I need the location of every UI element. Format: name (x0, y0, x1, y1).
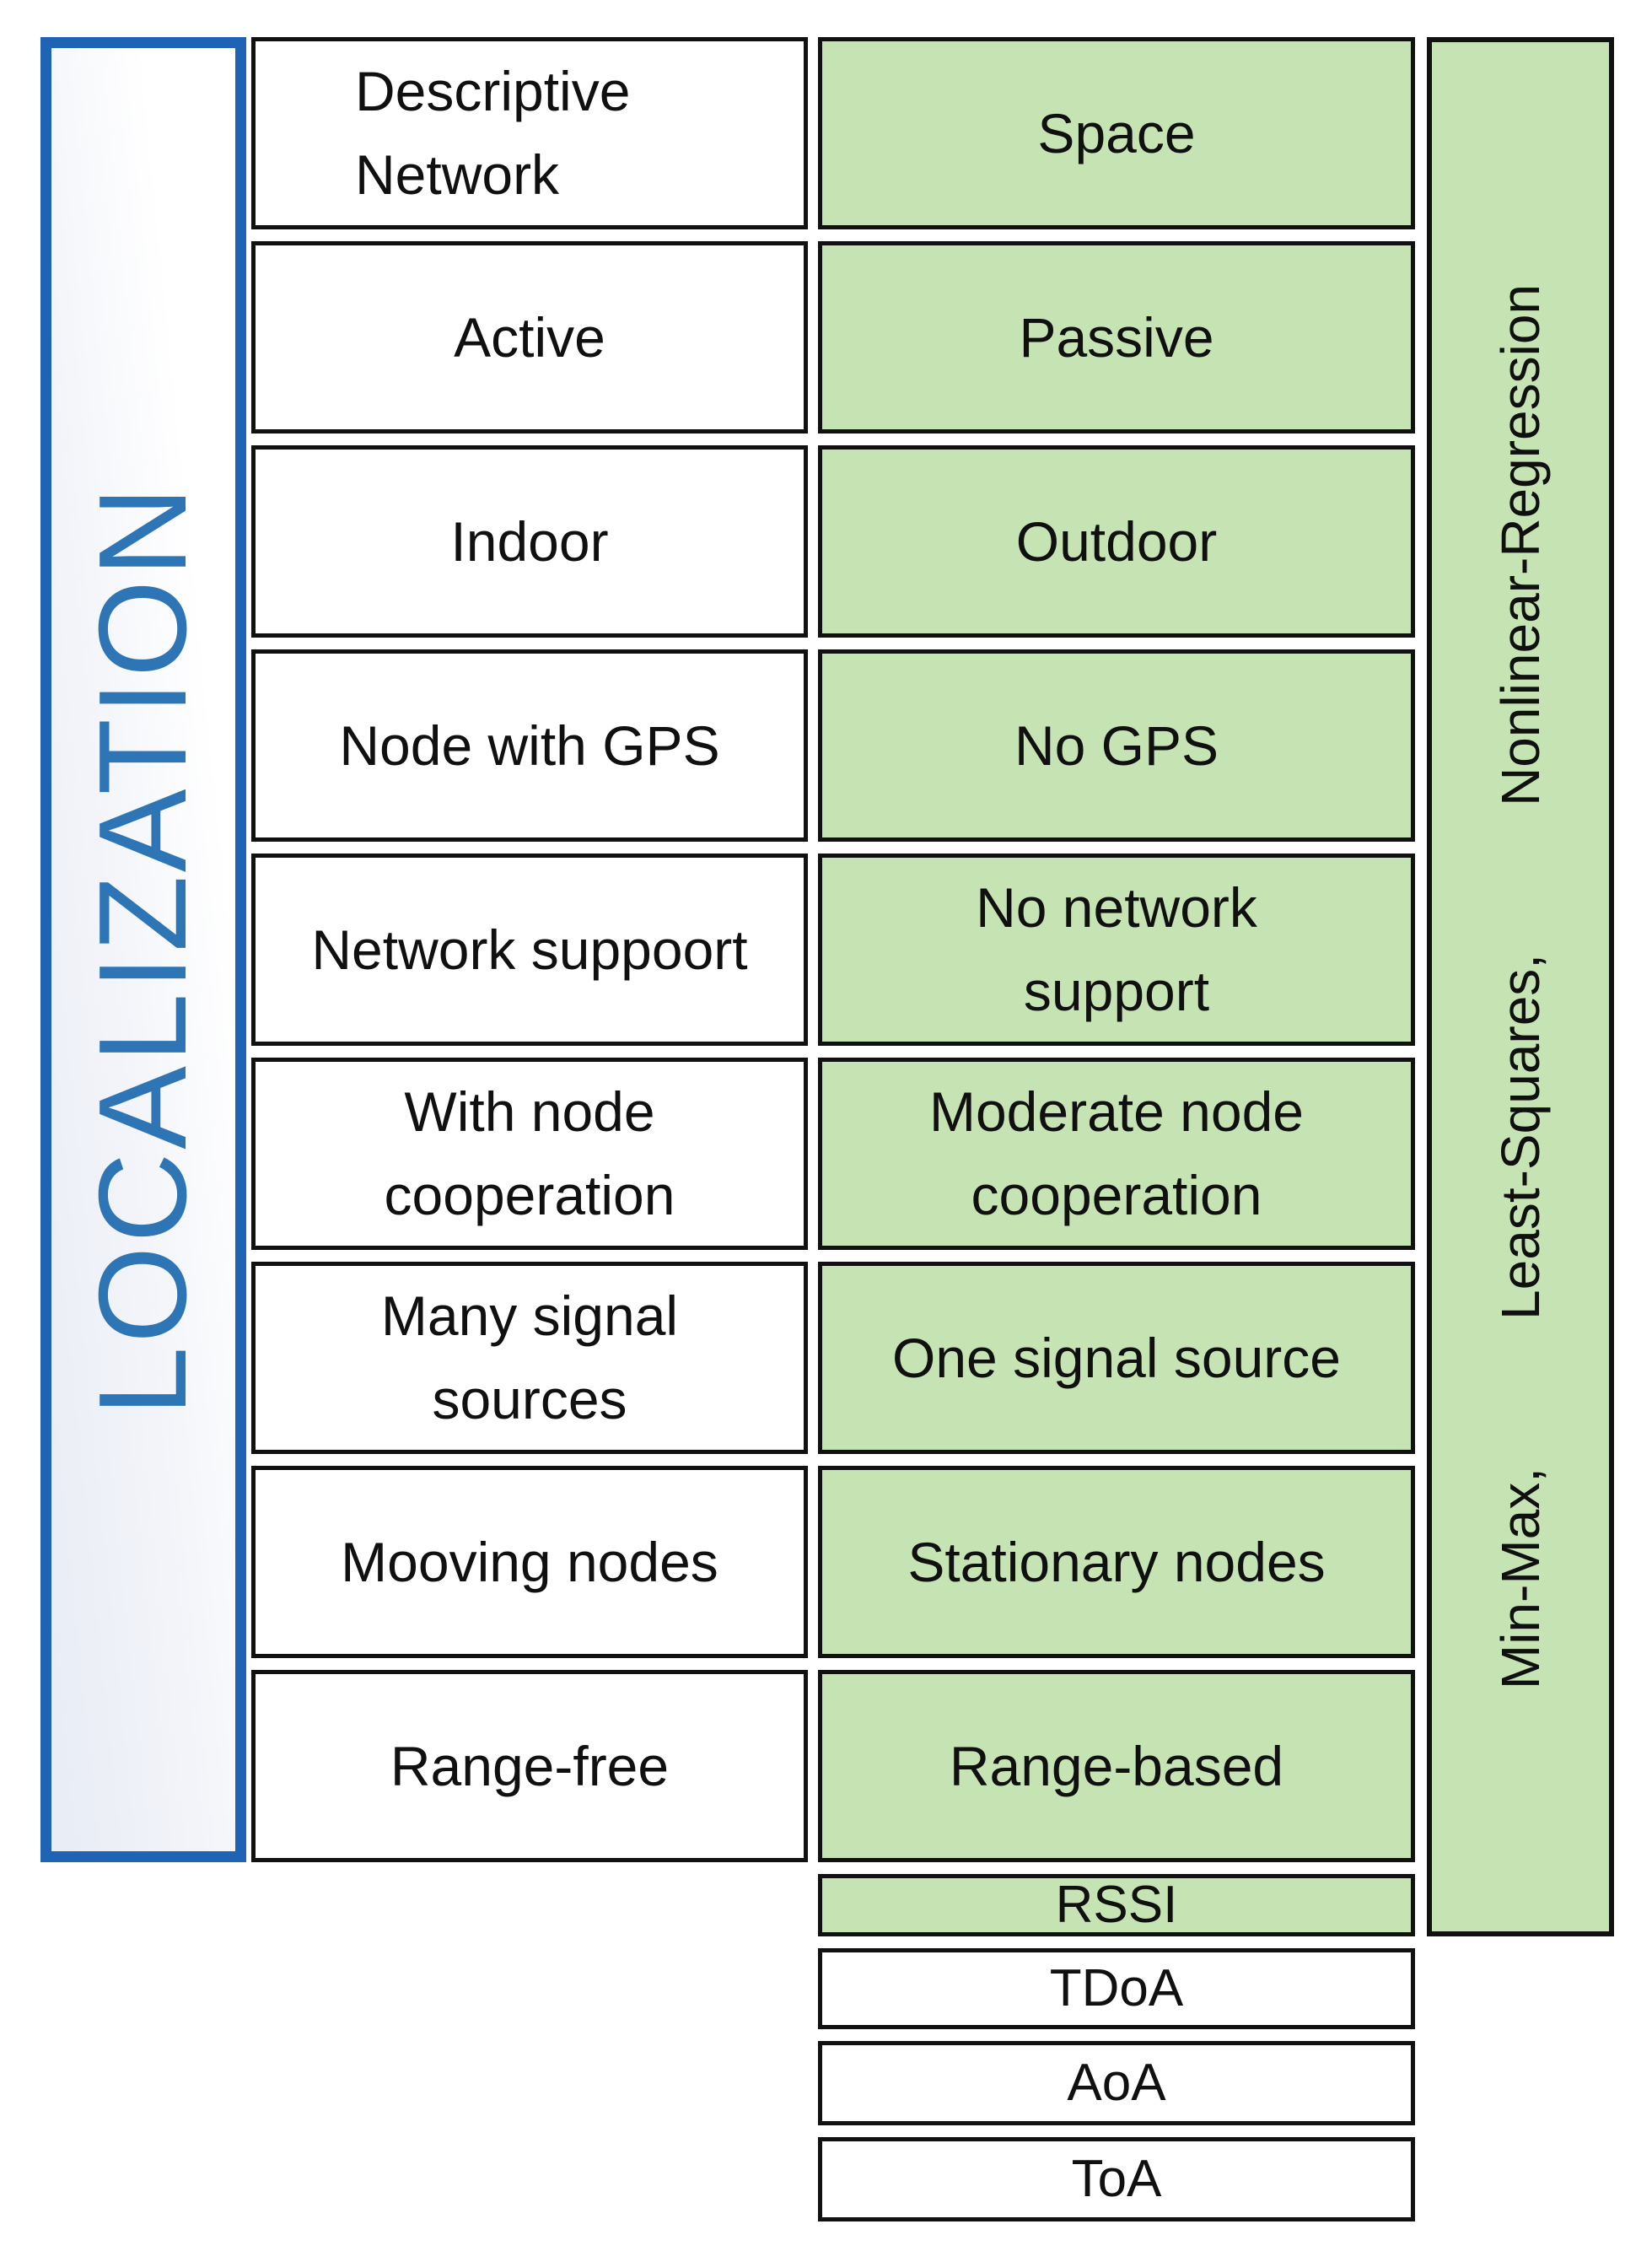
taxonomy-row: With node cooperation Moderate node coop… (251, 1058, 1415, 1250)
right-category-cell: Moderate node cooperation (818, 1058, 1415, 1250)
technique-cell-toa: ToA (818, 2137, 1415, 2221)
technique-cell-tdoa: TDoA (818, 1948, 1415, 2029)
left-category-cell: Indoor (251, 445, 808, 638)
taxonomy-row: Many signal sources One signal source (251, 1262, 1415, 1454)
taxonomy-rows: Descriptive Network Space Active Passive… (251, 37, 1415, 1862)
localization-title: LOCALIZATION (73, 482, 213, 1417)
right-category-cell: Stationary nodes (818, 1466, 1415, 1658)
technique-cell-aoa: AoA (818, 2041, 1415, 2125)
method-min-max: Min-Max, (1490, 1467, 1551, 1690)
taxonomy-row: Active Passive (251, 241, 1415, 434)
left-category-cell: Mooving nodes (251, 1466, 808, 1658)
method-nonlinear-regression: Nonlinear-Regression (1490, 283, 1551, 806)
right-category-cell: Space (818, 37, 1415, 229)
left-category-cell: Range-free (251, 1670, 808, 1862)
left-category-cell: Network suppoort (251, 854, 808, 1046)
left-category-cell: Node with GPS (251, 649, 808, 842)
right-category-cell: Range-based (818, 1670, 1415, 1862)
right-category-cell: No network support (818, 854, 1415, 1046)
taxonomy-row: Node with GPS No GPS (251, 649, 1415, 842)
estimation-methods-bar: Min-Max, Least-Squares, Nonlinear-Regres… (1427, 37, 1614, 1936)
method-least-squares: Least-Squares, (1490, 953, 1551, 1320)
taxonomy-row: Range-free Range-based (251, 1670, 1415, 1862)
right-category-cell: Outdoor (818, 445, 1415, 638)
right-category-cell: One signal source (818, 1262, 1415, 1454)
estimation-methods-label: Min-Max, Least-Squares, Nonlinear-Regres… (1489, 284, 1552, 1689)
left-category-cell: With node cooperation (251, 1058, 808, 1250)
technique-cell-rssi: RSSI (818, 1874, 1415, 1936)
left-category-cell: Descriptive Network (251, 37, 808, 229)
taxonomy-row: Indoor Outdoor (251, 445, 1415, 638)
right-category-cell: Passive (818, 241, 1415, 434)
left-category-cell: Active (251, 241, 808, 434)
left-category-cell: Many signal sources (251, 1262, 808, 1454)
localization-category-box: LOCALIZATION (40, 37, 246, 1862)
right-category-cell: No GPS (818, 649, 1415, 842)
taxonomy-row: Descriptive Network Space (251, 37, 1415, 229)
taxonomy-row: Network suppoort No network support (251, 854, 1415, 1046)
taxonomy-row: Mooving nodes Stationary nodes (251, 1466, 1415, 1658)
